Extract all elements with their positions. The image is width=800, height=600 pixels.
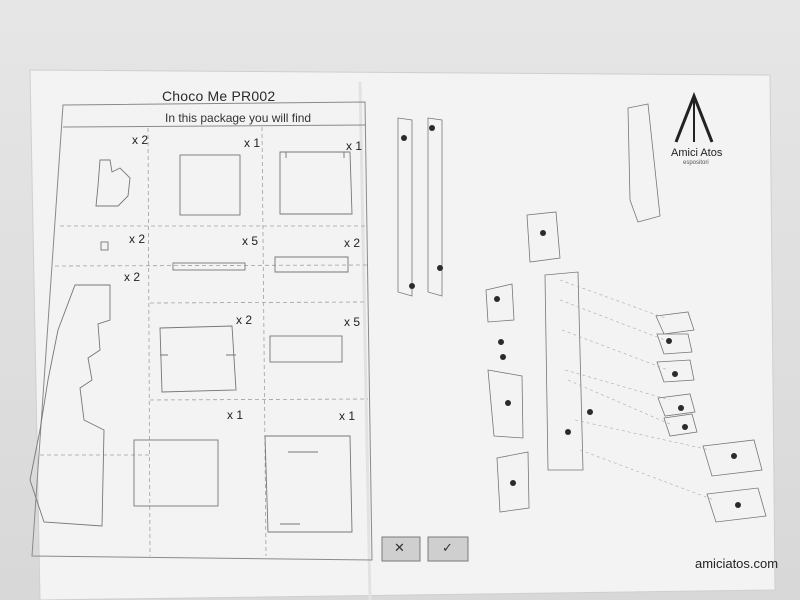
paper-fold-shadow <box>358 81 372 600</box>
part-qty: x 5 <box>344 315 361 329</box>
part-back-panel <box>264 435 353 533</box>
part-qty: x 2 <box>344 236 361 250</box>
assembly-step-badges <box>401 125 741 508</box>
part-qty: x 2 <box>132 133 149 147</box>
reject-checkbox[interactable]: ✕ <box>394 540 405 555</box>
check-box-area <box>381 536 469 562</box>
part-shelf-front <box>159 325 237 393</box>
document-title: Choco Me PR002 <box>162 88 276 104</box>
part-large-panel <box>179 154 241 216</box>
part-long-side-rail <box>29 284 111 527</box>
assembly-diagram <box>397 103 767 523</box>
document-subtitle: In this package you will find <box>165 111 312 125</box>
part-qty: x 1 <box>244 136 261 150</box>
assembly-guide-lines <box>559 279 715 501</box>
part-qty: x 1 <box>339 409 356 423</box>
part-qty: x 2 <box>129 232 146 246</box>
part-long-strip <box>172 262 246 271</box>
approve-checkbox[interactable]: ✓ <box>442 540 453 555</box>
part-qty: x 5 <box>242 234 259 248</box>
part-divider <box>269 335 343 363</box>
part-qty: x 1 <box>346 139 363 153</box>
brand-name: Amici Atos <box>671 147 723 159</box>
part-small-clip <box>100 241 109 251</box>
part-side-bracket <box>95 159 131 207</box>
paper-sheet <box>29 69 776 600</box>
website-url: amiciatos.com <box>695 556 779 571</box>
part-tabbed-panel <box>279 151 353 215</box>
part-drawings <box>29 151 353 533</box>
part-qty: x 2 <box>236 313 253 327</box>
amici-atos-logo <box>674 91 714 143</box>
parts-table <box>31 101 373 561</box>
part-short-tray <box>274 256 349 273</box>
part-qty: x 2 <box>124 270 141 284</box>
part-qty: x 1 <box>227 408 244 422</box>
brand-tagline: espositori <box>683 160 709 166</box>
parts-grid-lines <box>40 126 369 557</box>
part-base-panel <box>133 439 219 507</box>
